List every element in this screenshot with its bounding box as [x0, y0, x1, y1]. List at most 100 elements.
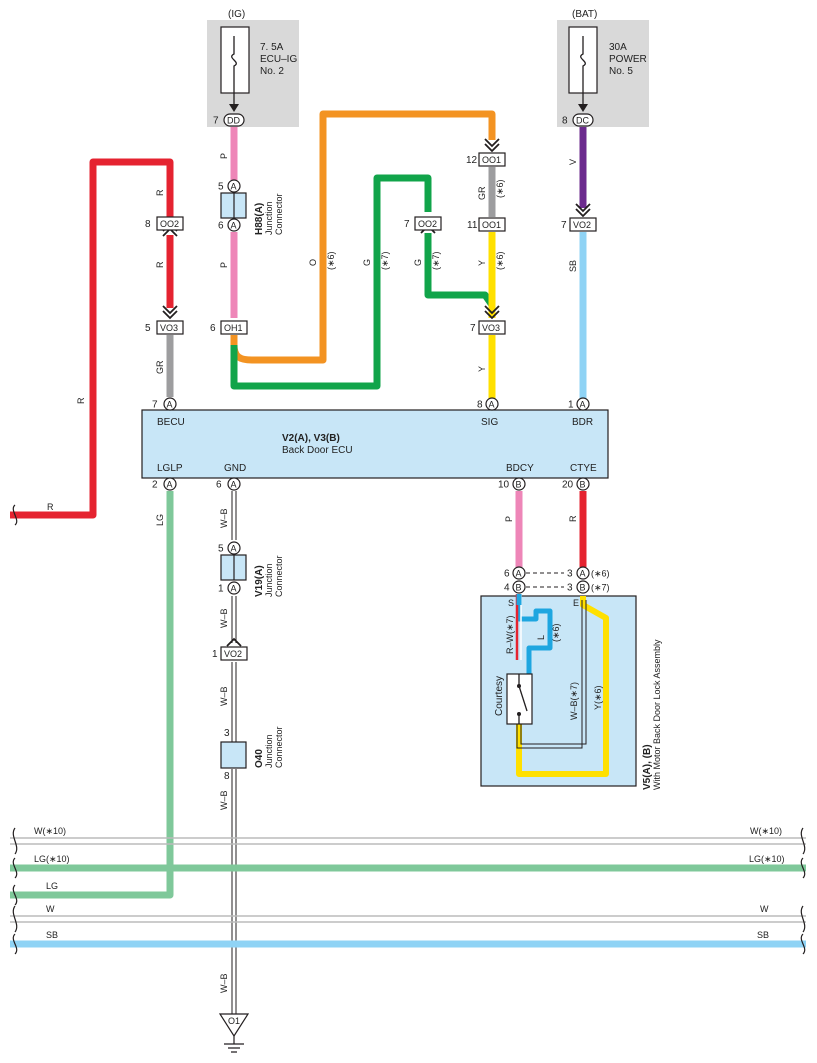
wire-labels: R R R R GR P P O (∗6) G (∗7) G (∗7) GR (… [47, 153, 578, 993]
ecu-bdr-label: BDR [572, 417, 593, 428]
svg-text:R: R [155, 189, 165, 196]
svg-text:OO2: OO2 [418, 219, 437, 229]
svg-text:A: A [489, 400, 495, 410]
ecu-pins: A 7 A 8 A 1 A 2 A 6 B 10 B [152, 397, 590, 491]
svg-text:3: 3 [224, 728, 230, 739]
svg-text:R–W(∗7): R–W(∗7) [505, 615, 515, 654]
ecu-becu-label: BECU [157, 417, 185, 428]
svg-text:6: 6 [504, 569, 510, 580]
connector-vo3-left: VO3 5 [145, 305, 184, 335]
svg-text:Y: Y [477, 366, 487, 372]
fuse-ig: (IG) 7. 5A ECU–IG No. 2 [207, 9, 299, 127]
svg-text:Connector: Connector [274, 726, 284, 768]
svg-text:LG(∗10): LG(∗10) [34, 854, 70, 864]
svg-text:DD: DD [227, 116, 240, 126]
ecu-subtitle: Back Door ECU [282, 445, 353, 456]
svg-text:5: 5 [145, 323, 151, 334]
svg-text:12: 12 [466, 155, 478, 166]
svg-text:2: 2 [152, 480, 158, 491]
svg-text:(∗7): (∗7) [380, 251, 390, 270]
svg-text:W–B: W–B [219, 686, 229, 706]
fuse-bat-rating: 30A [609, 42, 627, 53]
svg-text:R: R [76, 397, 86, 404]
svg-text:L: L [536, 635, 546, 640]
pin-becu: A 7 [152, 397, 177, 411]
connector-oh1: OH1 6 [210, 320, 248, 335]
junction-v19: A 5 A 1 V19(A) Junction Connector [218, 541, 284, 597]
connector-oo1-bot: OO1 11 [467, 217, 506, 232]
svg-text:O: O [308, 259, 318, 266]
svg-text:8: 8 [145, 219, 151, 230]
svg-text:Connector: Connector [274, 193, 284, 235]
svg-text:(∗7): (∗7) [591, 583, 610, 593]
svg-text:W: W [760, 904, 769, 914]
svg-text:Y: Y [477, 260, 487, 266]
connector-vo3-right: VO3 7 [470, 305, 506, 335]
pin-gnd: A 6 [216, 477, 241, 491]
pin-ctye: B 20 [562, 477, 590, 491]
fuse-icon [231, 36, 237, 84]
svg-text:V: V [568, 159, 578, 165]
svg-text:1: 1 [212, 649, 218, 660]
svg-text:VO2: VO2 [573, 220, 591, 230]
ecu-sig-label: SIG [481, 417, 498, 428]
svg-text:W(∗10): W(∗10) [750, 826, 782, 836]
o40-name: O40 [254, 749, 265, 768]
svg-text:GR: GR [477, 186, 487, 200]
svg-text:A: A [231, 480, 237, 490]
fuse-ig-name: ECU–IG [260, 54, 297, 65]
lock-desc: With Motor Back Door Lock Assembly [652, 639, 662, 790]
pin-bdr: A 1 [568, 397, 590, 411]
fuse-bat-header: (BAT) [572, 9, 597, 20]
svg-text:20: 20 [562, 480, 574, 491]
fuse-ig-rating: 7. 5A [260, 42, 284, 53]
svg-text:6: 6 [210, 323, 216, 334]
svg-text:6: 6 [216, 480, 222, 491]
svg-text:O1: O1 [228, 1016, 240, 1026]
svg-text:R: R [47, 502, 54, 512]
svg-text:Junction: Junction [264, 201, 274, 235]
svg-text:R: R [155, 261, 165, 268]
svg-text:7: 7 [213, 116, 219, 127]
svg-text:11: 11 [467, 220, 478, 231]
svg-text:W–B: W–B [219, 790, 229, 810]
svg-text:GR: GR [155, 360, 165, 374]
connector-vo2-right: VO2 7 [561, 203, 597, 232]
svg-text:OO2: OO2 [160, 219, 179, 229]
svg-text:3: 3 [567, 583, 573, 594]
svg-text:DC: DC [576, 116, 589, 126]
ground-o1: O1 [218, 1013, 250, 1053]
svg-text:(∗6): (∗6) [495, 251, 505, 270]
ground-wire [231, 491, 237, 1014]
svg-text:Y(∗6): Y(∗6) [593, 685, 603, 710]
svg-text:B: B [580, 583, 586, 593]
svg-text:1: 1 [218, 584, 224, 595]
svg-text:7: 7 [404, 219, 410, 230]
svg-text:(∗7): (∗7) [431, 251, 441, 270]
svg-text:B: B [580, 480, 586, 490]
junction-h88: A 5 A 6 H88(A) Junction Connector [218, 179, 284, 235]
svg-text:A: A [231, 182, 237, 192]
svg-text:VO3: VO3 [160, 323, 178, 333]
svg-text:(∗6): (∗6) [591, 569, 610, 579]
svg-text:LG(∗10): LG(∗10) [749, 854, 785, 864]
svg-text:G: G [362, 259, 372, 266]
svg-text:A: A [231, 584, 237, 594]
svg-text:B: B [516, 480, 522, 490]
connector-oo1-top: OO1 12 [466, 138, 506, 167]
svg-text:OH1: OH1 [224, 323, 243, 333]
svg-text:A: A [580, 569, 586, 579]
svg-text:(∗6): (∗6) [326, 251, 336, 270]
connector-oo2-mid: OO2 7 [404, 216, 442, 234]
svg-text:4: 4 [504, 583, 510, 594]
fuse-icon [580, 36, 586, 84]
ecu-bdcy-label: BDCY [506, 463, 534, 474]
svg-text:W–B(∗7): W–B(∗7) [569, 682, 579, 720]
svg-text:W: W [46, 904, 55, 914]
lock-name: V5(A), (B) [642, 744, 653, 790]
svg-text:A: A [580, 400, 586, 410]
svg-text:7: 7 [152, 400, 158, 411]
pin-sig: A 8 [477, 397, 499, 411]
fuse-bat: (BAT) 30A POWER No. 5 [557, 9, 649, 127]
v19-name: V19(A) [254, 565, 265, 597]
